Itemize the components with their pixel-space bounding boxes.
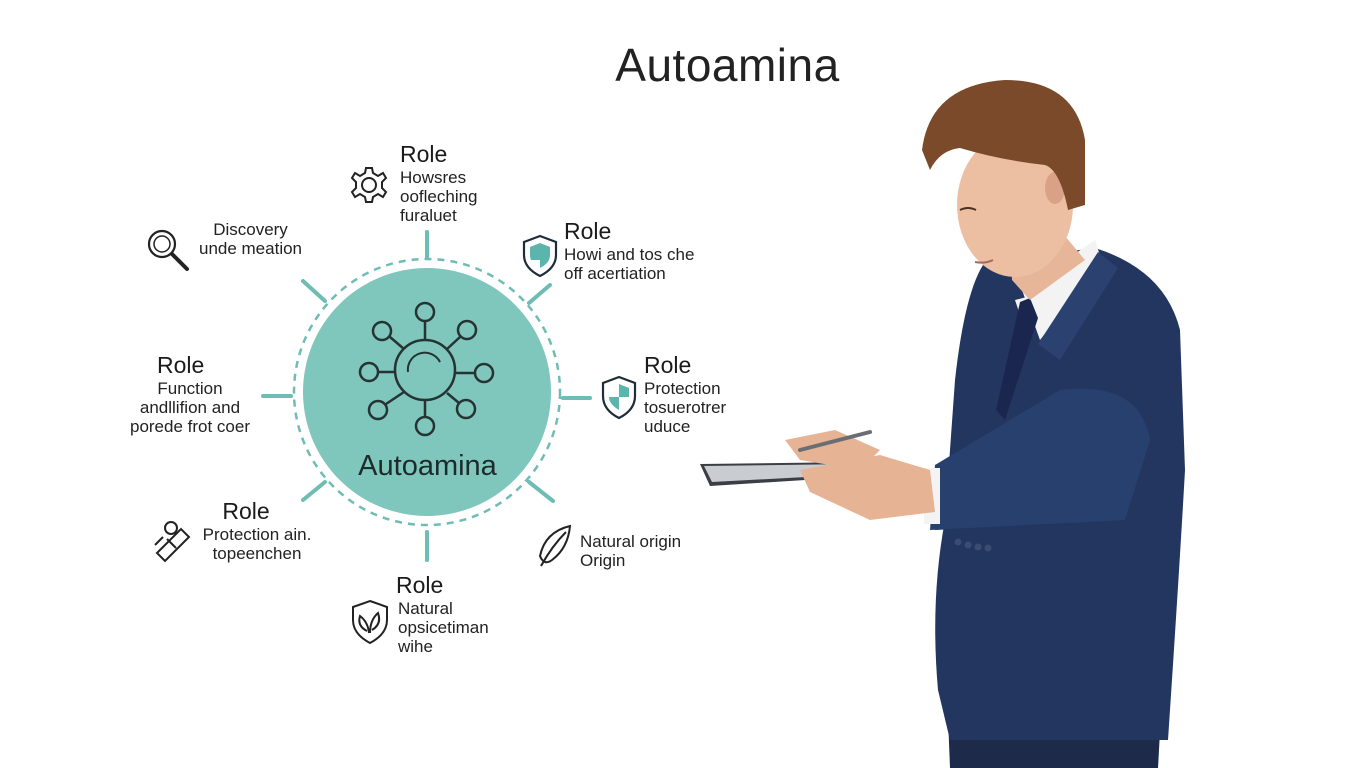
- shield-icon-right: [601, 375, 637, 420]
- node-left-line-1: Function: [157, 379, 223, 398]
- node-bottom-right: Natural origin Origin: [580, 532, 720, 570]
- node-top-right-line-1: Howi and tos che: [564, 245, 695, 264]
- node-top-left: Discovery unde meation: [188, 220, 313, 258]
- node-bottom-line-1: Natural: [398, 599, 453, 618]
- node-left: Role Function andllifion and porede frot…: [125, 351, 255, 436]
- node-bottom-left-role: Role: [222, 498, 270, 524]
- leaf-icon: [538, 524, 572, 567]
- node-bottom-left-line-2: topeenchen: [212, 544, 302, 563]
- node-left-line-2: andllifion and: [139, 398, 241, 417]
- node-bottom-left-line-1: Protection ain.: [202, 525, 312, 544]
- spoke-bottom-left: [301, 480, 327, 502]
- node-bottom-left: Role Protection ain. topeenchen: [192, 497, 322, 563]
- node-top-right: Role Howi and tos che off acertiation: [564, 217, 724, 283]
- node-top-line-2: oofleching: [400, 187, 478, 206]
- node-bottom: Role Natural opsicetiman wihe: [396, 571, 516, 656]
- spoke-top-left: [301, 279, 327, 303]
- node-right-line-3: uduce: [644, 417, 691, 436]
- node-top-role: Role: [400, 141, 448, 167]
- molecule-icon: [358, 301, 495, 437]
- businessman-illustration: [700, 80, 1185, 768]
- node-left-line-3: porede frot coer: [129, 417, 250, 436]
- shield-icon: [522, 234, 558, 278]
- node-top-left-line-1: Discovery: [213, 220, 288, 239]
- spoke-bottom-right: [527, 480, 555, 503]
- center-disc: [303, 268, 551, 516]
- node-top-left-line-2: unde meation: [198, 239, 303, 258]
- node-right: Role Protection tosuerotrer uduce: [644, 351, 774, 436]
- node-top-line-1: Howsres: [400, 168, 467, 187]
- spokes: [261, 230, 592, 562]
- node-left-role: Role: [157, 352, 205, 378]
- center-label: Autoamina: [358, 450, 497, 482]
- gear-icon: [350, 167, 388, 203]
- node-bottom-line-3: wihe: [398, 637, 433, 656]
- node-right-line-2: tosuerotrer: [644, 398, 727, 417]
- spoke-top-right: [527, 283, 552, 305]
- magnifier-icon: [147, 229, 189, 271]
- node-bottom-right-line-1: Natural origin: [580, 532, 682, 551]
- node-right-role: Role: [644, 352, 692, 378]
- node-bottom-role: Role: [396, 572, 444, 598]
- node-top-right-role: Role: [564, 218, 612, 244]
- bandage-icon: [154, 521, 191, 563]
- node-bottom-line-2: opsicetiman: [398, 618, 489, 637]
- page-title: Autoamina: [615, 39, 840, 91]
- node-bottom-right-line-2: Origin: [580, 551, 626, 570]
- node-top-line-3: furaluet: [400, 206, 457, 225]
- leaf-shield-icon: [352, 599, 388, 645]
- node-top-right-line-2: off acertiation: [564, 264, 666, 283]
- node-right-line-1: Protection: [644, 379, 721, 398]
- node-top: Role Howsres oofleching furaluet: [400, 140, 510, 225]
